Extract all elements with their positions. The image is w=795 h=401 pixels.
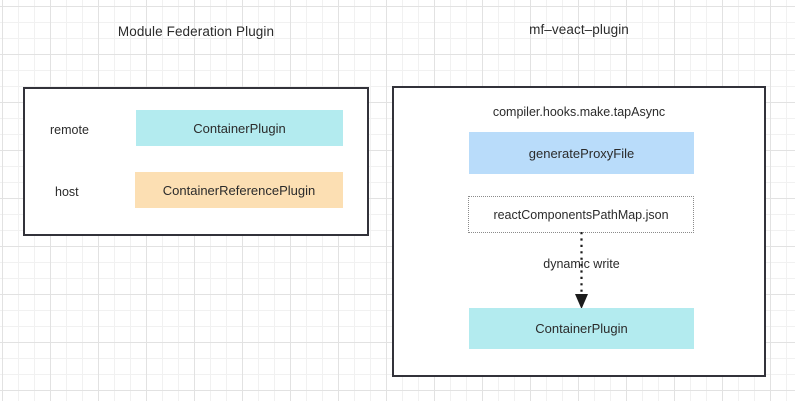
edge-label-dynamic-write: dynamic write xyxy=(543,257,620,271)
block-container-reference-plugin-host[interactable]: ContainerReferencePlugin xyxy=(135,172,343,208)
dynamic-write-arrow-icon xyxy=(575,232,588,309)
right-panel-title: mf–veact–plugin xyxy=(529,22,629,37)
block-container-plugin-output[interactable]: ContainerPlugin xyxy=(469,308,694,349)
row-label-remote: remote xyxy=(50,123,89,137)
block-generate-proxy-file[interactable]: generateProxyFile xyxy=(469,132,694,174)
row-label-host: host xyxy=(55,185,79,199)
block-react-components-path-map-json[interactable]: reactComponentsPathMap.json xyxy=(468,196,694,233)
left-panel-title: Module Federation Plugin xyxy=(117,24,275,39)
block-container-plugin-remote[interactable]: ContainerPlugin xyxy=(136,110,343,146)
hook-label-compiler-hooks-make-tapasync: compiler.hooks.make.tapAsync xyxy=(492,105,666,119)
